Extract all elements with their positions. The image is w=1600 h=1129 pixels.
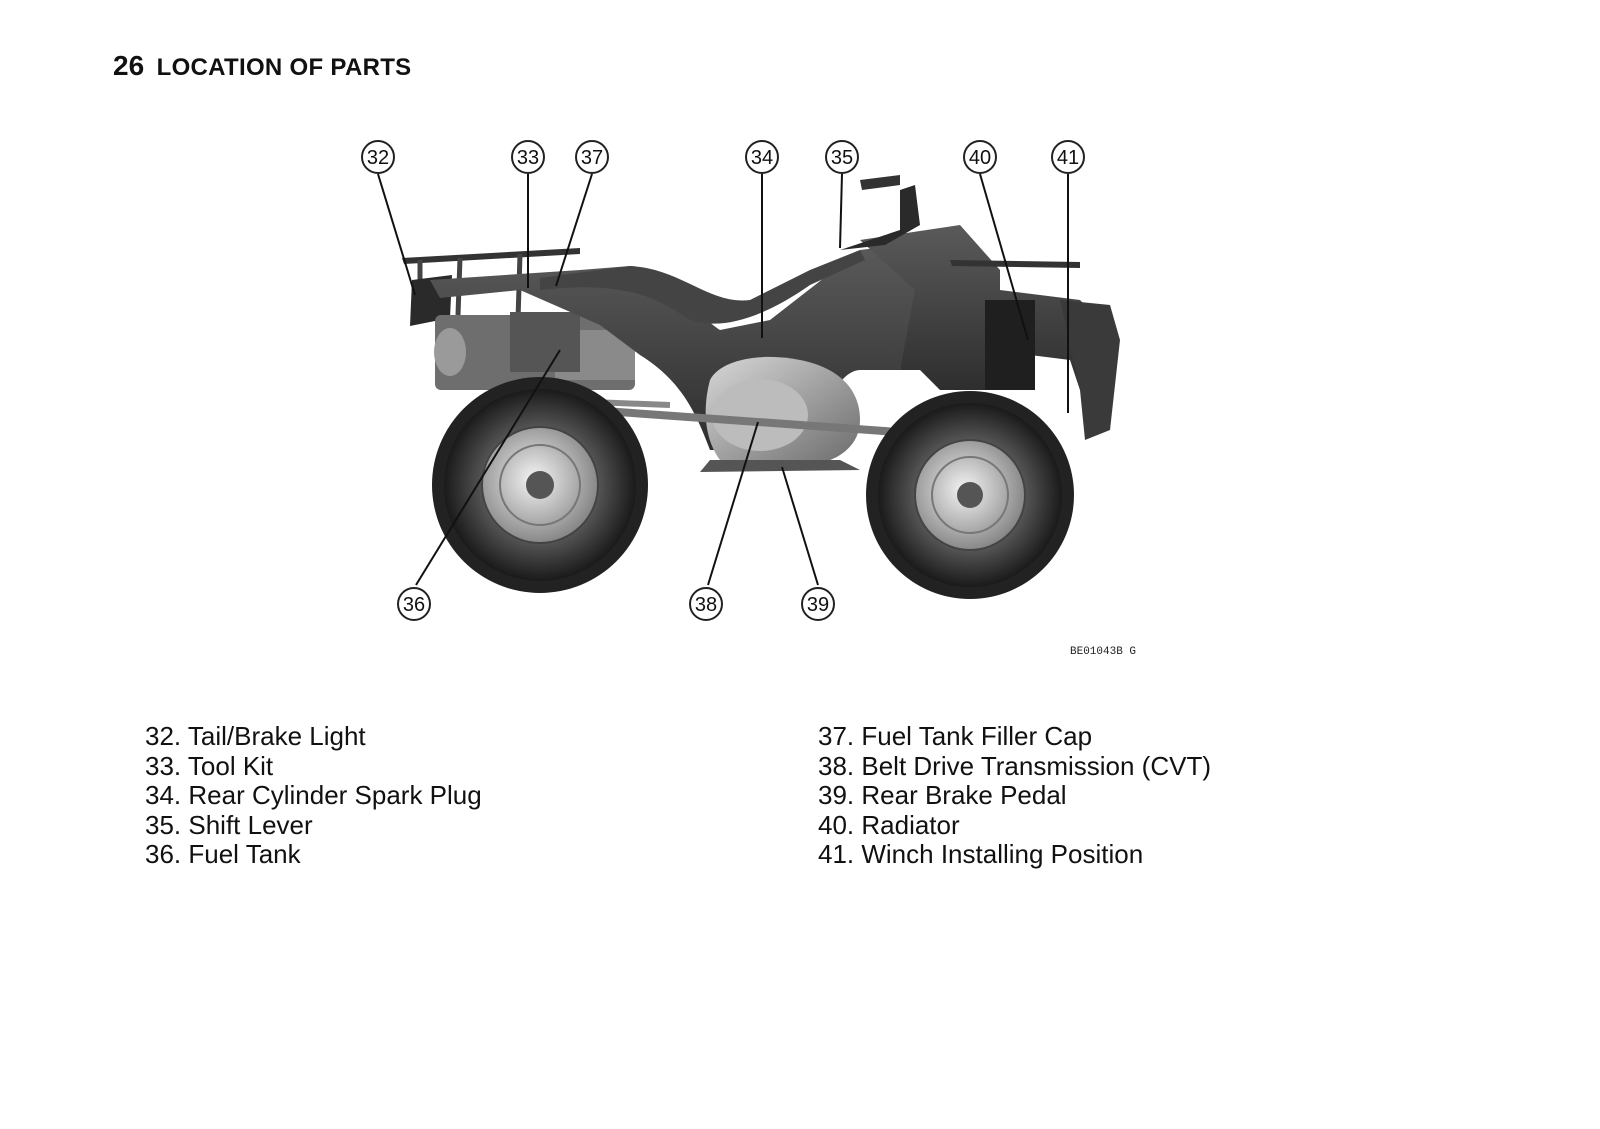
legend-item: 39. Rear Brake Pedal [818, 780, 1067, 810]
atv-parts-illustration: 32 33 37 34 35 40 41 36 38 39 BE01043B G [340, 130, 1220, 690]
figure-code: BE01043B G [1070, 646, 1136, 658]
rear-wheel [432, 377, 648, 593]
page-number: 26 [113, 50, 145, 81]
callout-38: 38 [689, 587, 723, 621]
callout-label: 40 [969, 147, 991, 169]
callout-35: 35 [825, 140, 859, 174]
callout-label: 36 [403, 594, 425, 616]
callout-40: 40 [963, 140, 997, 174]
parts-legend-right: 37. Fuel Tank Filler Cap 38. Belt Drive … [818, 721, 1211, 870]
atv-drawing [402, 175, 1120, 599]
front-wheel [866, 391, 1074, 599]
legend-item: 34. Rear Cylinder Spark Plug [145, 780, 482, 810]
callout-33: 33 [511, 140, 545, 174]
legend-item: 37. Fuel Tank Filler Cap [818, 721, 1093, 751]
callout-label: 37 [581, 147, 603, 169]
legend-item: 32. Tail/Brake Light [145, 721, 366, 751]
legend-item: 38. Belt Drive Transmission (CVT) [818, 750, 1211, 781]
callout-label: 39 [807, 594, 829, 616]
callout-label: 41 [1057, 147, 1079, 169]
callout-36: 36 [397, 587, 431, 621]
callout-37: 37 [575, 140, 609, 174]
callout-39: 39 [801, 587, 835, 621]
parts-legend-left: 32. Tail/Brake Light 33. Tool Kit 34. Re… [145, 721, 482, 870]
callout-34: 34 [745, 140, 779, 174]
callout-32: 32 [361, 140, 395, 174]
callout-label: 38 [695, 594, 717, 616]
legend-item: 35. Shift Lever [145, 809, 313, 840]
callout-label: 32 [367, 147, 389, 169]
legend-item: 41. Winch Installing Position [818, 839, 1144, 869]
legend-item: 33. Tool Kit [145, 750, 274, 781]
section-title: LOCATION OF PARTS [156, 54, 412, 81]
callout-41: 41 [1051, 140, 1085, 174]
callout-label: 34 [751, 147, 773, 169]
page-header: 26 LOCATION OF PARTS [113, 50, 411, 82]
callout-label: 35 [831, 147, 853, 169]
leader-lines [377, 173, 1069, 586]
callout-label: 33 [517, 147, 539, 169]
legend-item: 36. Fuel Tank [145, 839, 301, 869]
legend-item: 40. Radiator [818, 809, 960, 840]
